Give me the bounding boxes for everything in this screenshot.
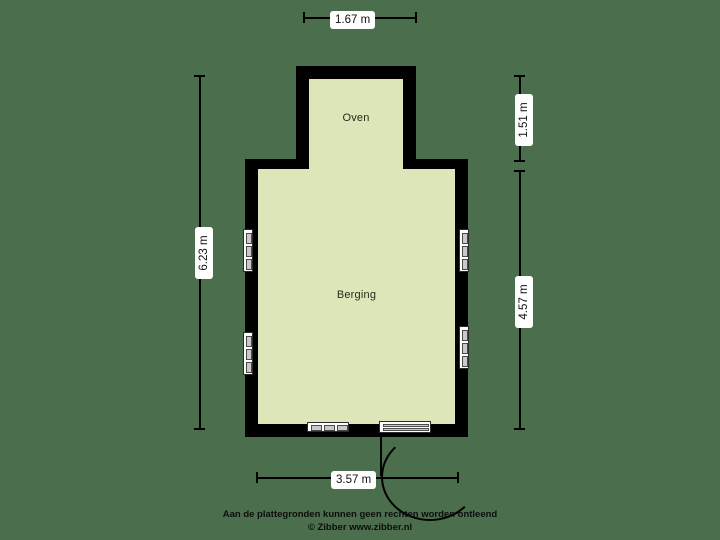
window-pane <box>462 259 468 270</box>
window-pane <box>246 259 252 270</box>
dimension-bottom-cap-left <box>256 472 258 483</box>
berging-room-fill <box>258 169 455 424</box>
window-pane <box>462 330 468 341</box>
window-pane <box>324 425 335 431</box>
window-bottom <box>307 422 349 432</box>
door-frame <box>379 421 431 433</box>
dimension-left-cap-bottom <box>194 428 205 430</box>
dimension-right-lower-cap-top <box>514 170 525 172</box>
footer-disclaimer: Aan de plattegronden kunnen geen rechten… <box>0 508 720 534</box>
window-left-upper <box>243 229 253 272</box>
window-pane <box>462 233 468 244</box>
dimension-left-label: 6.23 m <box>195 227 213 279</box>
window-right-upper <box>459 229 469 272</box>
window-left-lower <box>243 332 253 375</box>
oven-room-fill <box>309 79 403 160</box>
window-pane <box>246 336 252 347</box>
dimension-left-cap-top <box>194 75 205 77</box>
window-right-lower <box>459 326 469 369</box>
dimension-top-label: 1.67 m <box>330 11 376 29</box>
dimension-bottom-cap-right <box>457 472 459 483</box>
door-panel <box>383 428 429 431</box>
window-pane <box>246 246 252 257</box>
window-pane <box>311 425 322 431</box>
dimension-right-upper-cap-bottom <box>514 160 525 162</box>
window-pane <box>462 343 468 354</box>
window-pane <box>462 356 468 367</box>
dimension-right-upper-cap-top <box>514 75 525 77</box>
window-pane <box>246 349 252 360</box>
dimension-right-lower-cap-bottom <box>514 428 525 430</box>
footer-line-1: Aan de plattegronden kunnen geen rechten… <box>222 509 498 520</box>
dimension-top-cap-left <box>303 12 305 23</box>
oven-berging-opening-fill <box>309 159 403 171</box>
door-panel <box>383 424 429 427</box>
window-pane <box>246 362 252 373</box>
dimension-right-lower-label: 4.57 m <box>515 276 533 328</box>
window-pane <box>246 233 252 244</box>
window-pane <box>462 246 468 257</box>
door-leaf <box>380 433 382 476</box>
oven-room-label: Oven <box>342 112 370 124</box>
window-pane <box>337 425 348 431</box>
footer-line-2: © Zibber www.zibber.nl <box>307 522 413 533</box>
dimension-top-cap-right <box>415 12 417 23</box>
dimension-right-upper-label: 1.51 m <box>515 94 533 146</box>
berging-room-label: Berging <box>336 289 377 301</box>
dimension-bottom-label: 3.57 m <box>331 471 377 489</box>
